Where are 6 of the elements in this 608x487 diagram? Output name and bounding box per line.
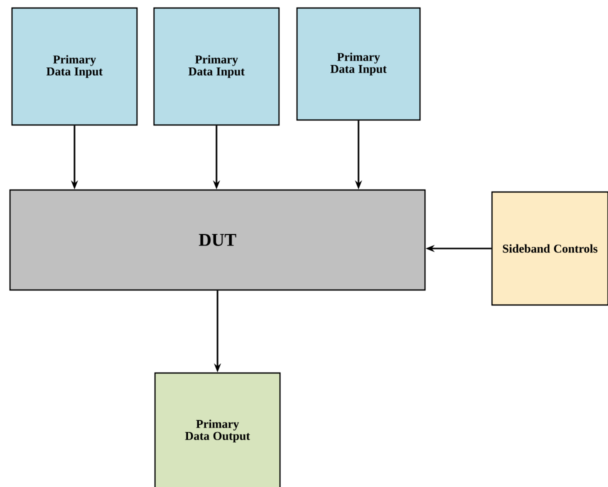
dut-box: DUT	[9, 189, 426, 291]
input-box: Primary Data Input	[296, 7, 421, 121]
input-box: Primary Data Input	[153, 7, 280, 126]
control-box: Sideband Controls	[491, 191, 608, 306]
input-box: Primary Data Input	[11, 7, 138, 126]
output-box: Primary Data Output	[154, 372, 281, 487]
